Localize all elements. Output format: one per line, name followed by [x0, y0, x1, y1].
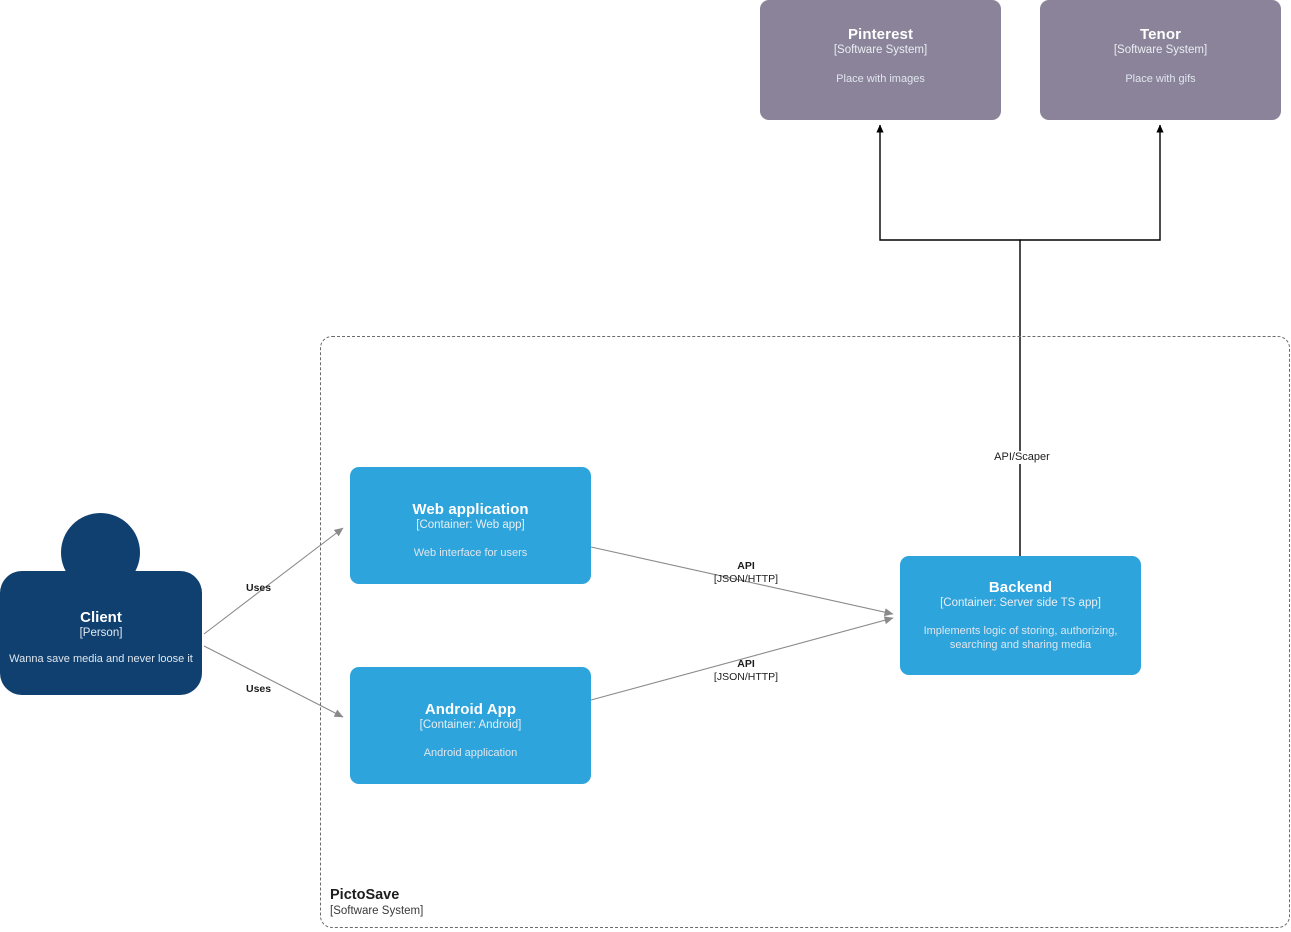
- edge-label-text: Uses: [246, 582, 272, 594]
- android-description: Android application: [423, 747, 518, 759]
- node-android-app[interactable]: Android App [Container: Android] Android…: [350, 667, 591, 784]
- tenor-title: Tenor: [1139, 26, 1182, 43]
- client-type: [Person]: [79, 627, 123, 639]
- android-title: Android App: [424, 701, 517, 718]
- edge-label-client-uses-webapp: Uses: [246, 582, 271, 595]
- node-backend[interactable]: Backend [Container: Server side TS app] …: [900, 556, 1141, 675]
- webapp-description: Web interface for users: [413, 547, 528, 559]
- backend-description: Implements logic of storing, authorizing…: [923, 625, 1118, 651]
- system-boundary-pictosave: [320, 336, 1290, 928]
- client-description: Wanna save media and never loose it: [9, 653, 193, 665]
- edge-label-text: API/Scaper: [963, 451, 1081, 464]
- boundary-type: [Software System]: [330, 905, 424, 917]
- backend-type: [Container: Server side TS app]: [940, 597, 1101, 609]
- backend-title: Backend: [988, 579, 1053, 596]
- edge-backend-to-tenor: [1020, 124, 1164, 241]
- edge-label-text: Uses: [246, 683, 272, 695]
- android-type: [Container: Android]: [419, 719, 522, 731]
- edge-label-technology: [JSON/HTTP]: [713, 670, 779, 683]
- tenor-description: Place with gifs: [1125, 73, 1196, 85]
- node-web-application[interactable]: Web application [Container: Web app] Web…: [350, 467, 591, 584]
- node-pinterest[interactable]: Pinterest [Software System] Place with i…: [760, 0, 1001, 120]
- edge-label-android-to-backend: API [JSON/HTTP]: [700, 658, 792, 683]
- client-title: Client: [80, 609, 122, 626]
- webapp-type: [Container: Web app]: [416, 519, 525, 531]
- pinterest-description: Place with images: [836, 73, 925, 85]
- node-client-person[interactable]: Client [Person] Wanna save media and nev…: [0, 513, 202, 695]
- edge-label-client-uses-android: Uses: [246, 683, 271, 696]
- pinterest-type: [Software System]: [833, 44, 928, 56]
- webapp-title: Web application: [412, 501, 529, 518]
- system-boundary-label: PictoSave [Software System]: [330, 886, 423, 919]
- edge-label-technology: [JSON/HTTP]: [713, 572, 779, 585]
- tenor-type: [Software System]: [1113, 44, 1208, 56]
- edge-label-text: API: [737, 560, 755, 572]
- pinterest-title: Pinterest: [847, 26, 914, 43]
- edge-label-backend-to-externals: API/Scaper: [963, 451, 1081, 464]
- node-tenor[interactable]: Tenor [Software System] Place with gifs: [1040, 0, 1281, 120]
- person-body: Client [Person] Wanna save media and nev…: [0, 571, 202, 695]
- boundary-title: PictoSave: [330, 887, 400, 903]
- edge-label-text: API: [737, 658, 755, 670]
- edge-label-webapp-to-backend: API [JSON/HTTP]: [700, 560, 792, 585]
